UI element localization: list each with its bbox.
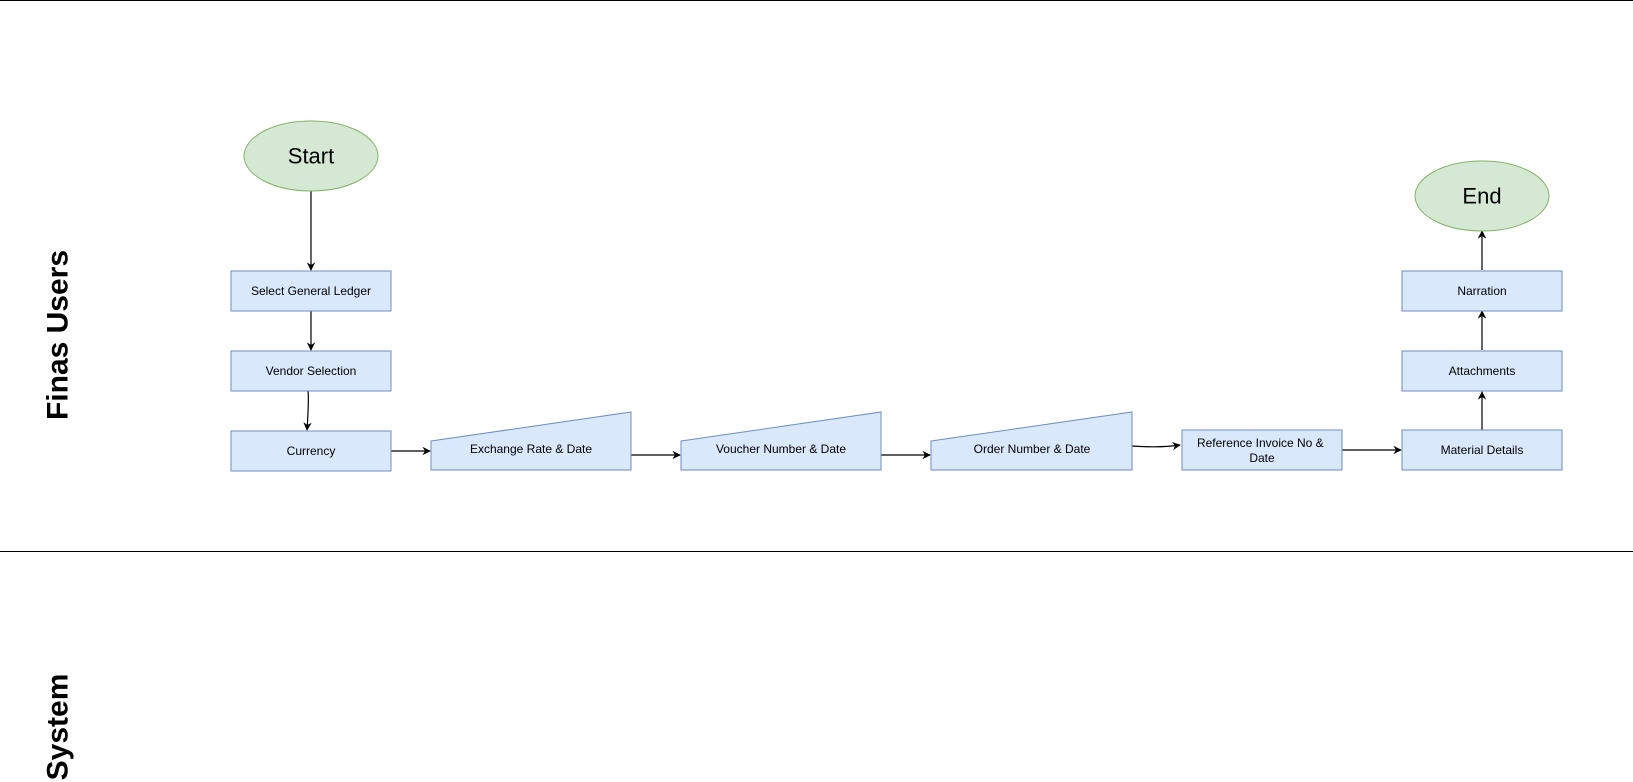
reference-invoice-label-line2: Date xyxy=(1249,451,1275,465)
currency-shape xyxy=(230,430,392,472)
attachments-label: Attachments xyxy=(1449,364,1516,378)
voucher-number-date-label: Voucher Number & Date xyxy=(716,442,846,456)
edge-order-to-reference xyxy=(1131,441,1181,451)
currency-label: Currency xyxy=(287,444,336,458)
material-details-shape xyxy=(1401,429,1563,471)
attachments-shape xyxy=(1401,350,1563,392)
select-general-ledger-label: Select General Ledger xyxy=(251,284,371,298)
voucher-number-date-shape xyxy=(680,411,882,471)
vendor-selection-label: Vendor Selection xyxy=(266,364,357,378)
edge-vendor-to-currency xyxy=(303,390,312,431)
reference-invoice-label: Reference Invoice No & Date xyxy=(1197,436,1327,465)
exchange-rate-date-node[interactable]: Exchange Rate & Date xyxy=(430,411,632,471)
vendor-selection-node[interactable]: Vendor Selection xyxy=(230,350,392,392)
select-general-ledger-node[interactable]: Select General Ledger xyxy=(230,270,392,312)
material-details-node[interactable]: Material Details xyxy=(1401,429,1563,471)
vendor-selection-shape xyxy=(230,350,392,392)
reference-invoice-node[interactable]: Reference Invoice No & Date xyxy=(1181,429,1343,471)
lane-label-finas-users: Finas Users xyxy=(42,250,75,420)
lane-label-system: System xyxy=(42,674,75,781)
narration-shape xyxy=(1401,270,1563,312)
exchange-rate-date-label: Exchange Rate & Date xyxy=(470,442,592,456)
end-node[interactable]: End xyxy=(1414,160,1550,232)
end-node-shape xyxy=(1414,160,1550,232)
start-node-label: Start xyxy=(288,144,334,169)
reference-invoice-label-line1: Reference Invoice No & xyxy=(1197,436,1324,450)
select-general-ledger-shape xyxy=(230,270,392,312)
attachments-node[interactable]: Attachments xyxy=(1401,350,1563,392)
reference-invoice-shape xyxy=(1181,429,1343,471)
start-node[interactable]: Start xyxy=(243,120,379,192)
order-number-date-node[interactable]: Order Number & Date xyxy=(930,411,1133,471)
narration-label: Narration xyxy=(1457,284,1506,298)
order-number-date-shape xyxy=(930,411,1133,471)
material-details-label: Material Details xyxy=(1441,443,1524,457)
start-node-shape xyxy=(243,120,379,192)
order-number-date-label: Order Number & Date xyxy=(974,442,1091,456)
exchange-rate-date-shape xyxy=(430,411,632,471)
voucher-number-date-node[interactable]: Voucher Number & Date xyxy=(680,411,882,471)
narration-node[interactable]: Narration xyxy=(1401,270,1563,312)
end-node-label: End xyxy=(1462,184,1501,209)
currency-node[interactable]: Currency xyxy=(230,430,392,472)
